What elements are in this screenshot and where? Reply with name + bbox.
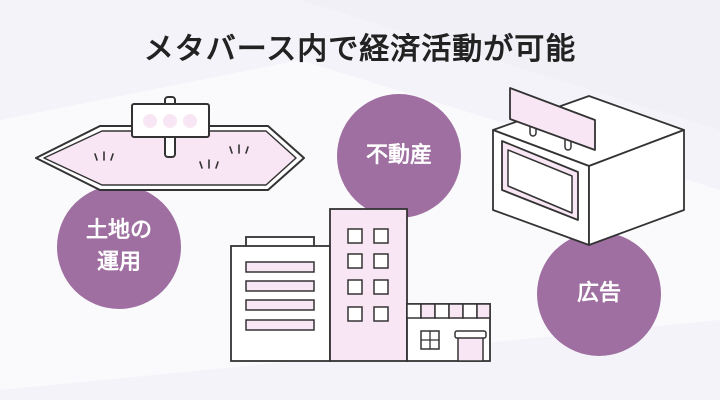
bubble-land-use: 土地の 運用 <box>57 185 181 309</box>
bubble-advertising: 広告 <box>537 232 661 356</box>
bubble-label: 不動産 <box>365 143 432 168</box>
bubble-real-estate: 不動産 <box>337 94 461 218</box>
bubble-label-line2: 運用 <box>96 250 141 275</box>
page-title: メタバース内で経済活動が可能 <box>143 32 577 67</box>
bubble-label-line1: 土地の <box>85 218 152 243</box>
bubble-label: 広告 <box>576 281 621 306</box>
